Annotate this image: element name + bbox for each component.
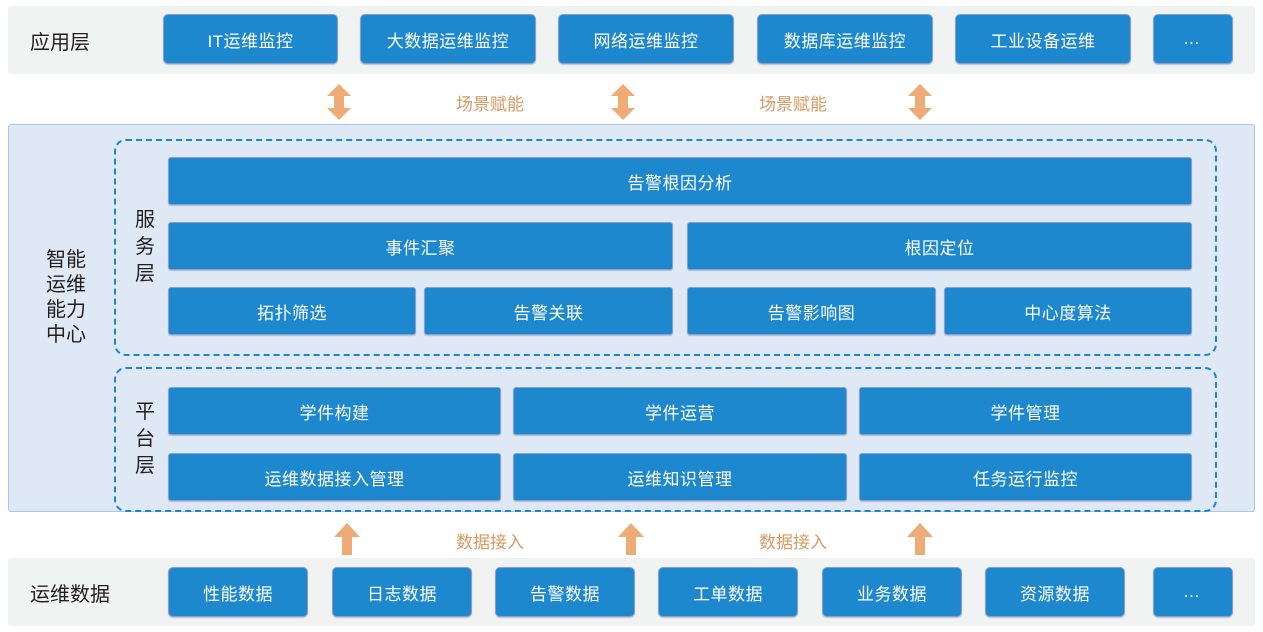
data-box-ticket[interactable]: 工单数据 xyxy=(658,567,798,617)
application-layer-label: 应用层 xyxy=(30,31,90,54)
service-box-root-cause-location[interactable]: 根因定位 xyxy=(687,222,1192,270)
platform-label-char-3: 层 xyxy=(135,455,155,477)
data-layer-label: 运维数据 xyxy=(30,583,110,606)
service-layer-label: 服 务 层 xyxy=(128,207,162,288)
data-box-resource[interactable]: 资源数据 xyxy=(985,567,1125,617)
app-box-bigdata-ops[interactable]: 大数据运维监控 xyxy=(360,14,536,64)
center-title-line-1: 智能 xyxy=(46,249,86,271)
data-label-1: 数据接入 xyxy=(456,533,524,552)
service-layer-dashed-box xyxy=(114,139,1217,356)
service-label-char-2: 务 xyxy=(135,236,155,258)
app-box-database-ops[interactable]: 数据库运维监控 xyxy=(757,14,933,64)
service-box-alarm-correlation[interactable]: 告警关联 xyxy=(424,287,673,335)
platform-layer-label: 平 台 层 xyxy=(128,399,162,480)
service-box-topology-filter[interactable]: 拓扑筛选 xyxy=(168,287,416,335)
data-box-alarm[interactable]: 告警数据 xyxy=(495,567,635,617)
data-arrow-2 xyxy=(617,523,645,555)
service-label-char-1: 服 xyxy=(135,209,155,231)
service-box-alarm-impact-graph[interactable]: 告警影响图 xyxy=(687,287,936,335)
service-box-event-aggregation[interactable]: 事件汇聚 xyxy=(168,222,673,270)
data-box-business[interactable]: 业务数据 xyxy=(822,567,962,617)
center-title-line-4: 中心 xyxy=(46,324,86,346)
app-box-network-ops[interactable]: 网络运维监控 xyxy=(558,14,734,64)
platform-layer-dashed-box xyxy=(114,367,1217,512)
data-box-performance[interactable]: 性能数据 xyxy=(168,567,308,617)
capability-center-title: 智能 运维 能力 中心 xyxy=(18,248,114,348)
scene-arrow-2 xyxy=(609,84,637,120)
app-box-more[interactable]: … xyxy=(1153,14,1233,64)
scene-label-2: 场景赋能 xyxy=(759,95,827,114)
scene-label-1: 场景赋能 xyxy=(456,95,524,114)
platform-box-learnware-construction[interactable]: 学件构建 xyxy=(168,387,501,435)
platform-label-char-1: 平 xyxy=(135,401,155,423)
platform-box-task-run-monitoring[interactable]: 任务运行监控 xyxy=(859,453,1192,501)
data-box-log[interactable]: 日志数据 xyxy=(332,567,472,617)
center-title-line-3: 能力 xyxy=(46,299,86,321)
platform-box-ops-knowledge-management[interactable]: 运维知识管理 xyxy=(513,453,847,501)
platform-box-learnware-management[interactable]: 学件管理 xyxy=(859,387,1192,435)
ellipsis-icon: … xyxy=(1183,582,1203,601)
ellipsis-icon: … xyxy=(1183,29,1203,48)
platform-label-char-2: 台 xyxy=(135,428,155,450)
platform-box-ops-data-access-management[interactable]: 运维数据接入管理 xyxy=(168,453,501,501)
data-box-more[interactable]: … xyxy=(1153,567,1233,617)
center-title-line-2: 运维 xyxy=(46,274,86,296)
service-label-char-3: 层 xyxy=(135,263,155,285)
platform-box-learnware-operation[interactable]: 学件运营 xyxy=(513,387,847,435)
app-box-industrial-ops[interactable]: 工业设备运维 xyxy=(955,14,1131,64)
data-arrow-3 xyxy=(906,523,934,555)
scene-arrow-3 xyxy=(906,84,934,120)
app-box-it-ops[interactable]: IT运维监控 xyxy=(163,14,338,64)
service-box-centrality-algorithm[interactable]: 中心度算法 xyxy=(944,287,1192,335)
data-label-2: 数据接入 xyxy=(759,533,827,552)
scene-arrow-1 xyxy=(325,84,353,120)
service-box-alarm-root-cause-analysis[interactable]: 告警根因分析 xyxy=(168,157,1192,205)
data-arrow-1 xyxy=(333,523,361,555)
